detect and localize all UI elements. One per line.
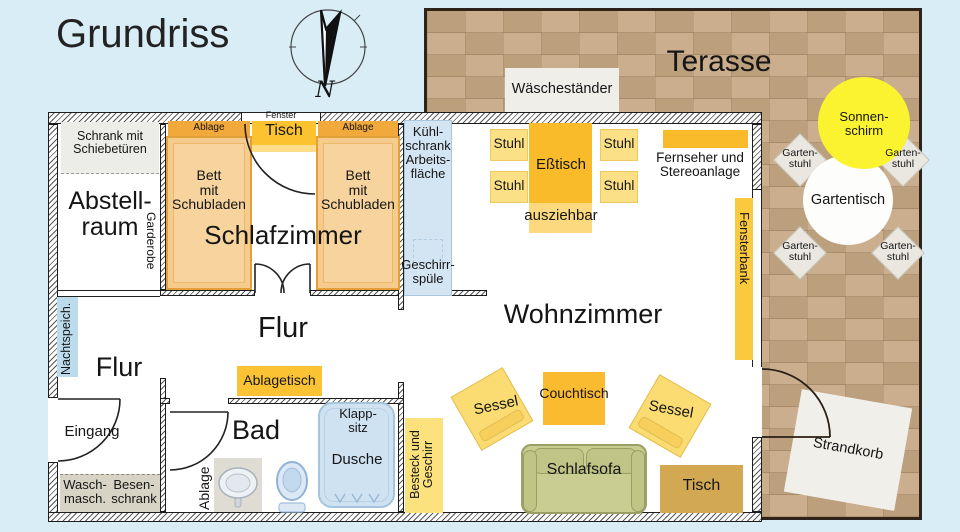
fridge-label: Kühl- schrank [405,124,451,153]
bed-shelf-label: Ablage [193,122,225,133]
garden-chair-label: Garten- stuhl [885,147,921,170]
bath-shelf-label: Ablage [196,466,212,510]
window-sill-label: Fensterbank [737,212,752,285]
bed-label: Bett mit Schubladen [321,167,395,213]
shower [318,402,395,508]
beach-chair: Strandkorb [783,389,913,511]
wall [160,398,170,404]
dining-table-label: Eßtisch [535,156,586,173]
window-sill [735,198,753,360]
entrance-label: Eingang [64,423,120,440]
beach-chair-label: Strandkorb [811,434,885,464]
bedroom-table-label: Tisch [265,122,303,139]
door-opening [48,398,58,462]
dining-table [529,123,592,203]
side-table-label: Ablagetisch [243,372,316,388]
wall [160,290,255,296]
night-storage-heater [57,297,78,377]
page-title: Grundriss [56,12,230,56]
coffee-table [543,372,605,425]
worktop-label: Arbeits- fläche [405,152,451,181]
sofa-bed-label: Schlafsofa [546,461,622,478]
extendable-label: ausziehbar [524,207,598,224]
coat-rack-label: Garderobe [144,212,158,270]
clothes-dryer-label: Wäscheständer [511,81,613,97]
window-label: Fenster [265,110,297,120]
chair-label: Stuhl [603,178,635,193]
window-wohnzimmer [752,190,762,367]
room-label-wohnzimmer: Wohnzimmer [503,299,663,329]
folding-seat-label: Klapp- sitz [339,406,377,435]
garden-chair-label: Garten- stuhl [880,240,916,263]
clothes-dryer [505,68,619,113]
sliding-wardrobe-label: Schrank mit Schiebetüren [73,129,147,156]
cutlery-cabinet-label: Besteck und Geschirr [408,430,435,499]
wall [398,382,404,512]
coffee-table-label: Couchtisch [539,385,609,401]
night-storage-heater-label: Nachtspeich. [59,302,73,375]
washing-machine-label: Wasch- masch. [63,477,107,506]
wall [48,124,58,398]
terrace-door-opening [752,367,762,437]
bed-shelf [168,121,250,136]
washbasin-icon [218,467,258,508]
room-label-bad: Bad [231,415,281,445]
chair [600,129,638,161]
dining-table-extension [529,203,592,233]
garden-chair-label: Garten- stuhl [782,147,818,170]
compass-icon [289,9,367,87]
chair [490,129,528,161]
chair-label: Stuhl [493,136,525,151]
shower-drain-icon [334,493,380,504]
sink-label: Geschirr- spüle [401,257,455,286]
chair [600,171,638,203]
garden-chair-label: Garten- stuhl [782,240,818,263]
wall [48,512,762,522]
bed [166,136,252,290]
cutlery-cabinet [405,418,443,513]
bed [316,136,400,290]
room-label-terrasse: Terasse [666,45,772,78]
chair-label: Stuhl [603,136,635,151]
garden-table [803,155,893,245]
living-room-table [660,465,743,513]
room-label-flur-left: Flur [95,352,143,382]
chair [490,171,528,203]
side-table [237,366,322,396]
toilet-icon [276,461,308,513]
sofa-bed [521,444,647,514]
wall [752,124,762,190]
parasol-label: Sonnen- schirm [839,109,889,138]
wall [752,437,762,512]
wall [160,124,166,290]
living-room-table-label: Tisch [682,477,721,494]
tv-stereo-label: Fernseher und Stereoanlage [656,150,744,180]
room-label-abstellraum: Abstell- raum [68,187,152,241]
tv-stereo [663,130,748,148]
garden-table-label: Gartentisch [810,192,886,208]
broom-cabinet-label: Besen- schrank [111,477,157,506]
wall [160,378,166,512]
wall [228,398,404,404]
kitchen-counter [404,120,452,296]
bed-shelf-label: Ablage [342,122,374,133]
bed-shelf [318,121,398,136]
bed-label: Bett mit Schubladen [172,167,246,213]
chair-label: Stuhl [493,178,525,193]
room-label-flur-center: Flur [258,312,308,344]
room-label-schlafzimmer: Schlafzimmer [204,220,362,250]
sliding-door-abstellraum [58,290,160,297]
compass-north-label: N [315,78,335,103]
washer-broom-cabinet [60,474,160,512]
parasol [818,77,910,169]
bedroom-table-edge [252,145,316,152]
shower-label: Dusche [331,451,383,468]
sliding-wardrobe [61,122,159,174]
